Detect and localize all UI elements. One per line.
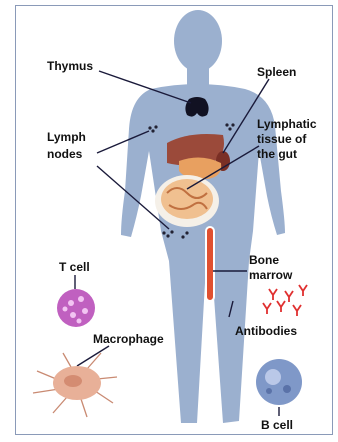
label-gut-line3: the gut <box>257 147 297 161</box>
antibodies-cluster <box>263 285 307 316</box>
label-spleen: Spleen <box>257 65 296 79</box>
b-cell <box>256 359 302 405</box>
label-b-cell: B cell <box>261 418 293 432</box>
label-macrophage: Macrophage <box>93 332 164 346</box>
label-lymph-nodes-line1: Lymph <box>47 130 86 144</box>
label-t-cell: T cell <box>59 260 90 274</box>
label-lymph-nodes-line2: nodes <box>47 147 83 161</box>
label-gut-line2: tissue of <box>257 132 307 146</box>
label-gut-line1: Lymphatic <box>257 117 317 131</box>
bone-marrow <box>206 227 214 301</box>
diagram-panel: Thymus Spleen Lymph nodes Lymphatic tiss… <box>15 5 333 435</box>
label-thymus: Thymus <box>47 59 93 73</box>
immune-system-diagram: Thymus Spleen Lymph nodes Lymphatic tiss… <box>16 6 333 435</box>
intestines <box>155 175 219 227</box>
label-bone-marrow-line2: marrow <box>249 268 293 282</box>
label-bone-marrow-line1: Bone <box>249 253 279 267</box>
t-cell <box>57 289 95 327</box>
macrophage <box>33 353 117 417</box>
label-antibodies: Antibodies <box>235 324 297 338</box>
